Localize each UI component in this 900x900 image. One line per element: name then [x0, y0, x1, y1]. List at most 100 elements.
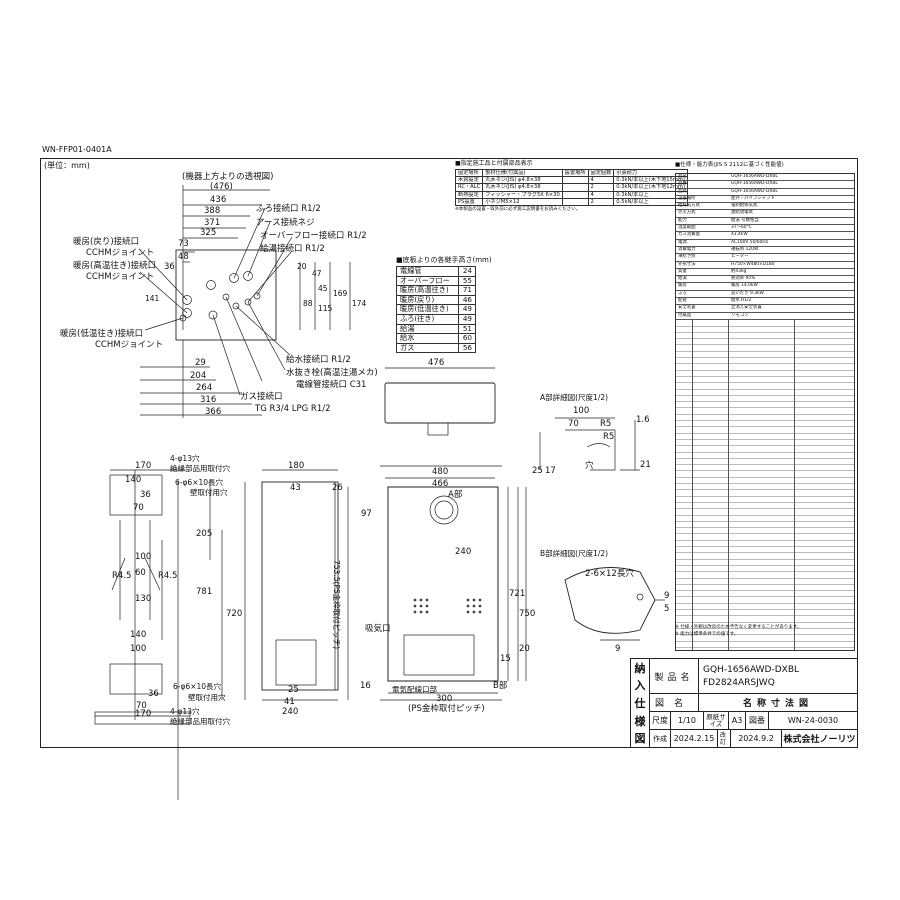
label-ccmh-3: CCHMジョイント [95, 340, 164, 350]
tb-product-label-text: 製品名 [654, 672, 694, 683]
cell: RC・ALC [454, 183, 484, 192]
table-row: 消費電力運転時 120W [676, 246, 854, 255]
cell: 運転時 120W [731, 246, 759, 252]
table-row: 質量約43kg [676, 269, 854, 277]
fv-dim-240: 240 [455, 547, 472, 557]
cell: 37～60℃ [731, 225, 752, 231]
cell: PS設置 [454, 197, 484, 206]
th: 部材仕様(付属品) [482, 168, 563, 178]
cell: 熱効率 95% [731, 276, 756, 282]
cell: 丸木ネジ(JIS) φ4.8×38 [482, 176, 563, 185]
dim-47: 47 [312, 269, 322, 278]
tb-zuban-label-text: 図番 [749, 716, 765, 725]
table-row: 設置場所屋外・パイプシャフト [676, 195, 854, 204]
cell: 暖房 [678, 283, 687, 289]
cell: ふろ [678, 290, 687, 296]
cell: 連続放電式 [731, 210, 753, 216]
cell: フィッシャー・プラグ5X 6×30 [482, 190, 563, 199]
cell: GQH-1656AWD-DXBL [731, 188, 778, 194]
detail-a-100: 100 [573, 406, 590, 416]
doc-code: WN-FFP01-0401A [42, 145, 112, 154]
cell [561, 183, 589, 192]
table-row: 暖房暖房 14.0kW [676, 283, 854, 291]
th: 固定場所 [454, 168, 484, 178]
ls-bot-insul: 絶縁部品用取付穴 [170, 717, 230, 726]
fv-dim-480: 480 [432, 467, 449, 477]
fixing-spec-table: 固定場所 部材仕様(付属品) 設置場所 固定個数 引張耐力 木質設定丸木ネジ(J… [454, 168, 689, 206]
cell: 断熱設定 [454, 190, 484, 199]
ls-dim-205: 205 [196, 529, 213, 539]
fv-dim-300: 300 [436, 694, 453, 704]
cell: 2 [587, 197, 615, 206]
cell: 追いだき 9.3kW [731, 290, 764, 296]
label-ccmh-1: CCHMジョイント [86, 248, 155, 258]
dim-29: 29 [195, 358, 206, 368]
detail-b-hole: 2-6×12長穴 [585, 569, 634, 579]
ls-top-insul: 絶縁部品用取付穴 [170, 464, 230, 473]
tb-zumei: 名称寸法図 [698, 693, 858, 712]
dim-73: 73 [178, 239, 189, 249]
tb-product-1: GQH-1656AWD-DXBL [703, 664, 800, 675]
tb-genshi-label: 原紙サイズ [703, 711, 729, 730]
company-logo-text: 株式会社ノーリツ [783, 735, 856, 745]
cell: リモコン [731, 312, 749, 318]
cell: 配管 [678, 298, 687, 304]
ls-top-slot: 6-φ6×10長穴 [175, 478, 224, 487]
cell: 能力 [678, 217, 687, 223]
sv-dim-240: 240 [282, 707, 299, 717]
sv-dim-25: 25 [288, 685, 299, 695]
cell: H750×W480×D180 [731, 261, 775, 267]
dim-141: 141 [145, 294, 160, 303]
cell: 給湯 号数相当 [731, 217, 759, 223]
fv-dim-466: 466 [432, 479, 449, 489]
cell [561, 176, 589, 185]
ls-dim-r45a: R4.5 [112, 571, 132, 581]
tb-zuban-label: 図番 [745, 711, 769, 730]
ls-bot-170: 170 [135, 709, 152, 719]
detail-b-5: 5 [664, 604, 670, 614]
label-hot-supply-high: 暖房(高温往き)接続口 [73, 261, 157, 271]
detail-a-25: 25 [532, 466, 543, 476]
label-gas-port: ガス接続口 [240, 392, 283, 402]
detail-a-r5b: R5 [603, 432, 615, 442]
tb-genshi-text: A3 [731, 716, 743, 725]
fixing-spec-note: ※本製品の設置・取外前に必ず施工説明書をお読みください。 [455, 206, 581, 212]
width-paren: (476) [210, 182, 233, 192]
detail-a-hole: 穴 [585, 461, 594, 471]
label-low-supply: 暖房(低温往き)接続口 [60, 329, 144, 339]
tb-scale: 1/10 [670, 711, 704, 730]
fv-dim-750: 750 [519, 609, 536, 619]
fv-dim-20: 20 [519, 644, 530, 654]
tb-product-2: FD2824ARSJWQ [703, 677, 775, 688]
sv-dim-16: 16 [360, 681, 371, 691]
cell: 凍結予防 [678, 254, 696, 260]
cell: 付属品 [678, 312, 692, 318]
tb-revised: 2024.9.2 [730, 729, 782, 748]
cell: 0.5kN/本以上 [613, 197, 689, 206]
label-gas-spec: TG R3/4 LPG R1/2 [255, 404, 331, 414]
cell: ふろ(往き) [396, 313, 459, 325]
tb-zuban-text: WN-24-0030 [787, 716, 839, 725]
detail-a-21: 21 [640, 460, 651, 470]
spec-sheet-title: ■仕様・能力表(JIS S 2112に基づく性能値) [675, 162, 784, 168]
label-return-port: 暖房(戻り)接続口 [73, 237, 140, 247]
table-row: 点火方式連続放電式 [676, 210, 854, 218]
fv-ps-pitch: (PS金枠取付ピッチ) [408, 704, 485, 714]
cell: ガス [396, 342, 459, 354]
dim-36: 36 [164, 262, 175, 272]
fixing-spec-title: ■指定施工品と付属部品表示 [455, 160, 533, 167]
height-title: ■底板よりの各継手高さ(mm) [396, 256, 492, 264]
ls-top-wall: 壁取付用穴 [190, 488, 228, 497]
cell: 屋外・パイプシャフト [731, 195, 775, 201]
fv-dim-721: 721 [509, 589, 526, 599]
ls-bot-slot: 6-φ6×10長穴 [173, 682, 222, 691]
